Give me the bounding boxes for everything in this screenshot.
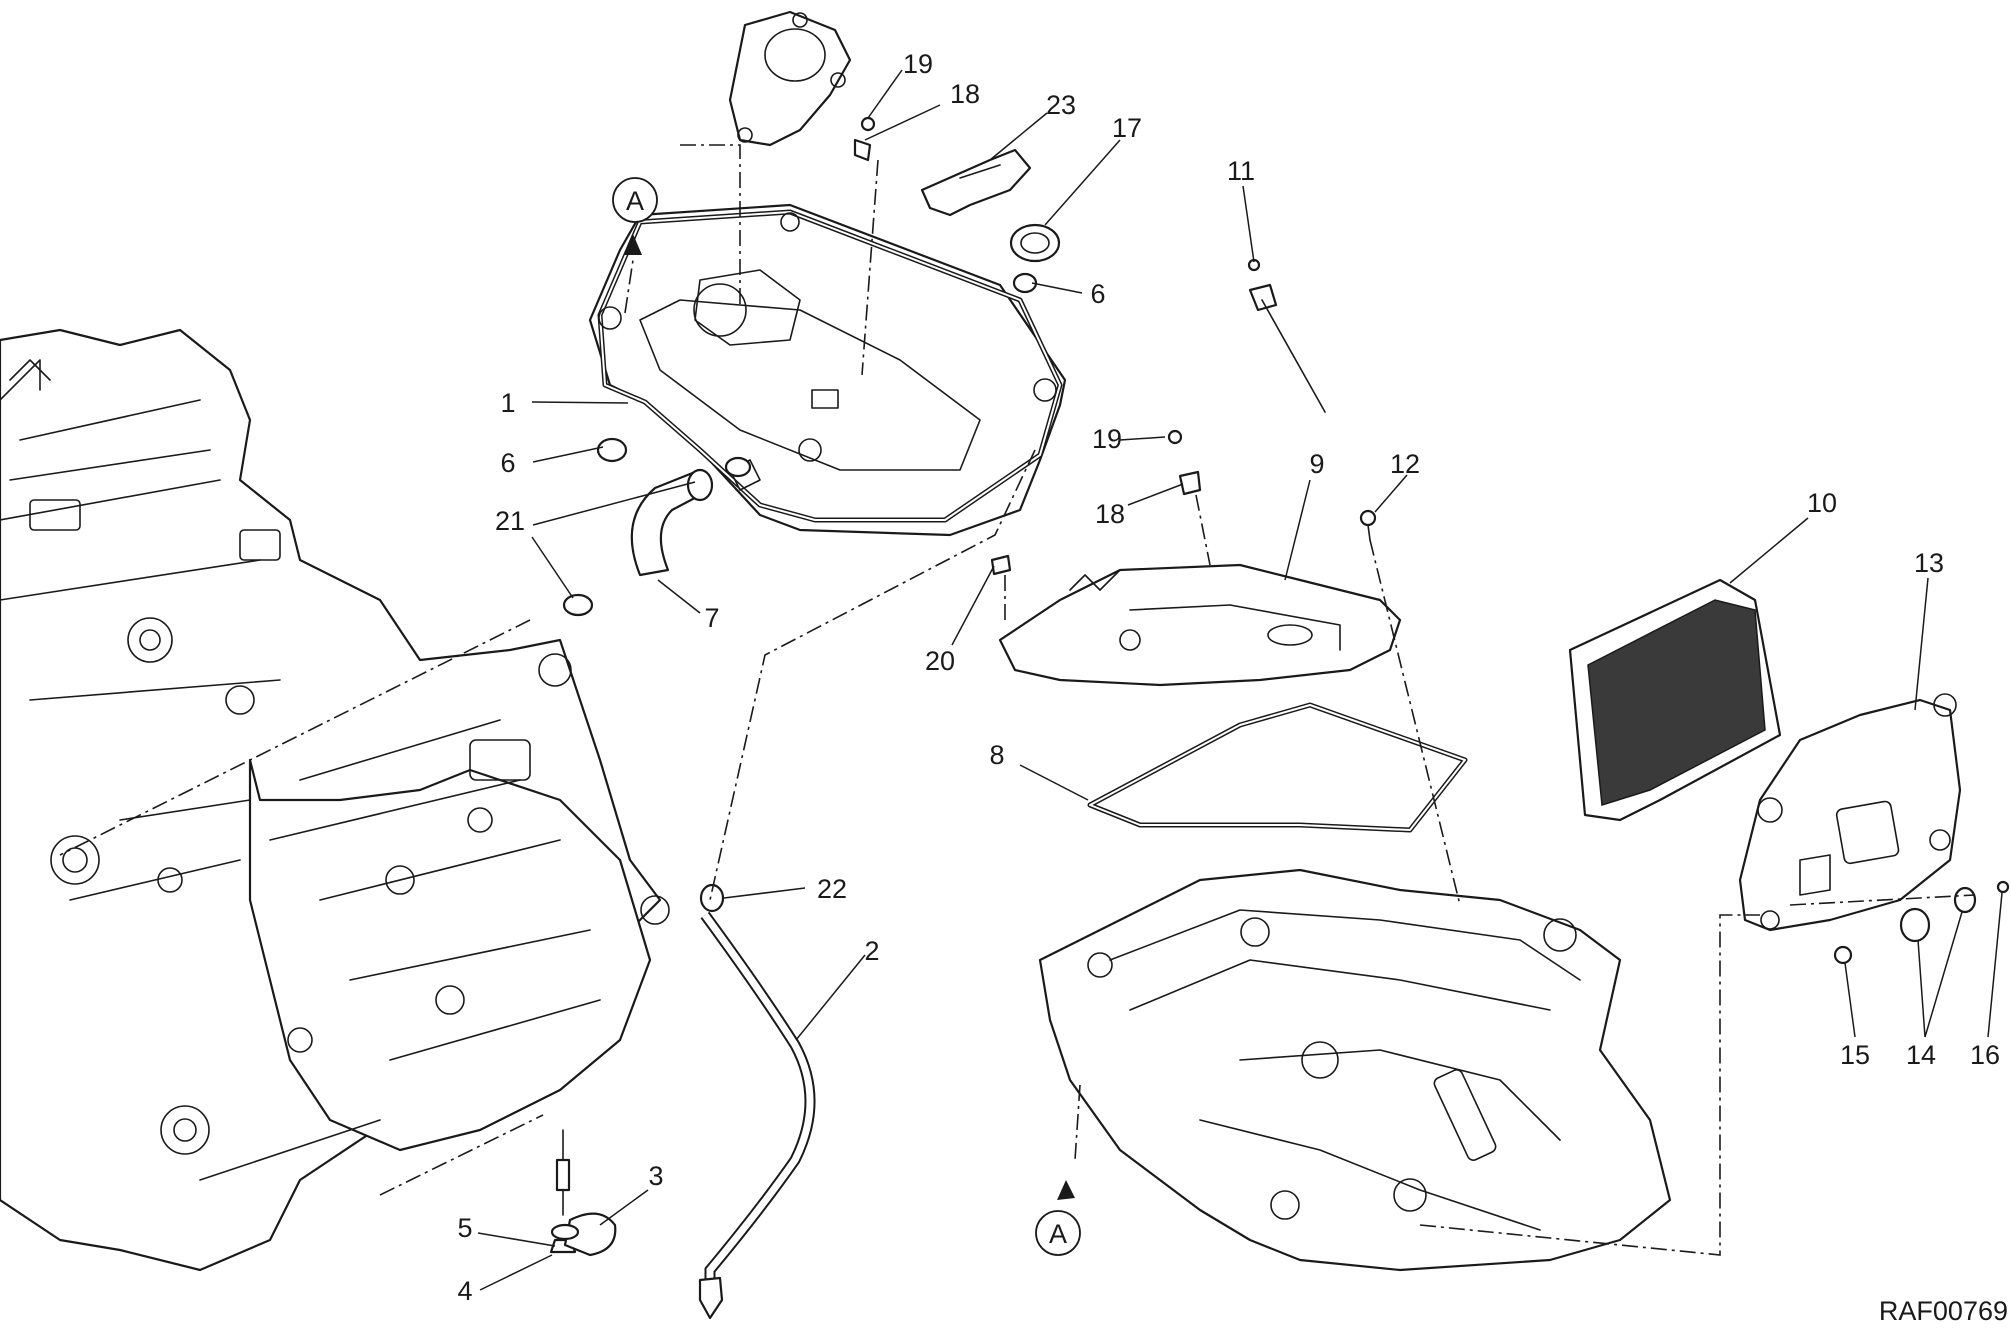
callout-1: 1: [500, 388, 515, 418]
svg-text:A: A: [1049, 1219, 1067, 1249]
callout-23: 23: [1046, 90, 1076, 120]
breather-tube-2: [698, 911, 816, 1320]
callout-13: 13: [1914, 548, 1944, 578]
callout-8: 8: [989, 740, 1004, 770]
callout-19-top: 19: [903, 49, 933, 79]
drawing-code: RAF00769: [1879, 1296, 2008, 1326]
callout-7: 7: [704, 603, 719, 633]
reference-marker-bottom: A: [1035, 1180, 1081, 1256]
screw-12: [1359, 509, 1377, 541]
callout-6-right: 6: [1090, 279, 1105, 309]
callout-18-top: 18: [950, 79, 980, 109]
screw-16: [1996, 880, 2010, 894]
callout-2: 2: [864, 936, 879, 966]
grommet-6-left: [596, 437, 628, 463]
callout-21: 21: [495, 506, 525, 536]
grommet-6-right: [1012, 272, 1038, 294]
intake-flange: [728, 10, 852, 147]
callout-14: 14: [1906, 1040, 1936, 1070]
callout-4: 4: [457, 1276, 472, 1306]
grommet-17: [1009, 223, 1061, 263]
callout-18-mid: 18: [1095, 499, 1125, 529]
filter-cover-13: [1738, 693, 1962, 932]
clip-3: [550, 1212, 617, 1257]
callout-5: 5: [457, 1213, 472, 1243]
callout-20: 20: [925, 646, 955, 676]
clip-18-mid: [1178, 470, 1202, 496]
stud-5: [555, 1129, 571, 1216]
grommet-14: [1899, 886, 1977, 943]
assembly-lines: [59, 144, 1976, 1256]
screw-19-top: [860, 116, 876, 132]
bracket-23: [920, 148, 1032, 217]
callout-19-mid: 19: [1092, 424, 1122, 454]
callout-9: 9: [1309, 449, 1324, 479]
callout-11: 11: [1227, 156, 1255, 186]
callout-leaders: [477, 69, 2003, 1291]
callout-6-left: 6: [500, 448, 515, 478]
callout-10: 10: [1807, 488, 1837, 518]
svg-text:A: A: [626, 186, 644, 216]
clip-20: [990, 554, 1012, 576]
callout-17: 17: [1112, 113, 1142, 143]
frame: [1038, 868, 1672, 1272]
clamp-22: [699, 883, 725, 913]
bolt-15: [1833, 945, 1853, 965]
callout-labels: 1 2 3 4 5 6 6 7 8 9 10 11 12 13 14 15 16…: [457, 49, 2000, 1306]
reference-marker-top: A: [612, 177, 658, 255]
callout-16: 16: [1970, 1040, 2000, 1070]
airbox-cover-9: [998, 563, 1402, 687]
screw-19-mid: [1167, 429, 1183, 445]
callout-22: 22: [817, 874, 847, 904]
airbox-housing: [588, 203, 1067, 537]
callout-3: 3: [648, 1161, 663, 1191]
air-filter-10: [1568, 578, 1782, 822]
clip-18-top: [853, 138, 872, 162]
gasket-8: [1087, 702, 1468, 833]
clamp-21: [562, 468, 714, 617]
cable-tie-11: [1247, 258, 1326, 413]
engine-block: [0, 328, 670, 1272]
callout-15: 15: [1840, 1040, 1870, 1070]
callout-12: 12: [1390, 449, 1420, 479]
